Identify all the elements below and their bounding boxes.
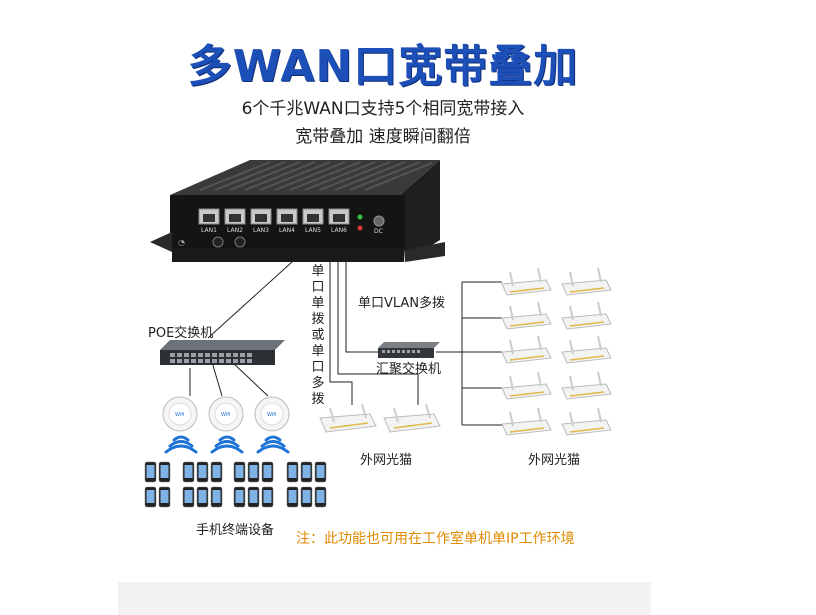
subtitle-line-1: 6个千兆WAN口支持5个相同宽带接入: [241, 99, 525, 119]
port-label: LAN4: [279, 227, 295, 234]
page-title: 多WAN口宽带叠加: [187, 41, 579, 92]
port-label: LAN5: [305, 227, 321, 234]
ap-badge: Wifi: [267, 412, 276, 418]
poe-switch: [160, 340, 285, 365]
antenna-port: [234, 236, 246, 248]
connection-lines: [189, 261, 502, 426]
poe-switch-label: POE交换机: [148, 326, 214, 341]
vlan-dial-label: 单口VLAN多拨: [358, 296, 446, 311]
aggregation-switch: [378, 342, 440, 358]
mini-pc-router: LAN1 LAN2 LAN3 LAN4 LAN5 LAN6 DC ◔: [150, 160, 445, 262]
port-label: LAN6: [331, 227, 347, 234]
note-text: 注：此功能也可用在工作室单机单IP工作环境: [296, 531, 575, 547]
port-label: LAN2: [227, 227, 243, 234]
dc-label: DC: [374, 228, 383, 235]
antenna-port: [212, 236, 224, 248]
subtitle-line-2: 宽带叠加 速度瞬间翻倍: [295, 127, 471, 147]
dc-jack: [373, 215, 385, 227]
wifi-signal-icon: [164, 435, 290, 454]
ap-badge: Wifi: [175, 412, 184, 418]
power-led: [357, 214, 363, 220]
agg-switch-label: 汇聚交换机: [376, 362, 442, 377]
single-dial-label: 单口单拨或单口多拨: [311, 264, 325, 407]
phones-label: 手机终端设备: [196, 523, 275, 538]
modem-right-label: 外网光猫: [528, 453, 581, 468]
port-label: LAN3: [253, 227, 269, 234]
wireless-ap: [162, 396, 290, 432]
fiber-modem-left: [319, 403, 441, 433]
ap-badge: Wifi: [221, 412, 230, 418]
phone-devices: [144, 461, 327, 508]
footer-bar: [118, 582, 651, 615]
port-label: LAN1: [201, 227, 217, 234]
wifi-icon: ◔: [178, 238, 185, 247]
status-led: [357, 225, 363, 231]
fiber-modem-grid: [501, 267, 612, 436]
modem-left-label: 外网光猫: [360, 453, 413, 468]
